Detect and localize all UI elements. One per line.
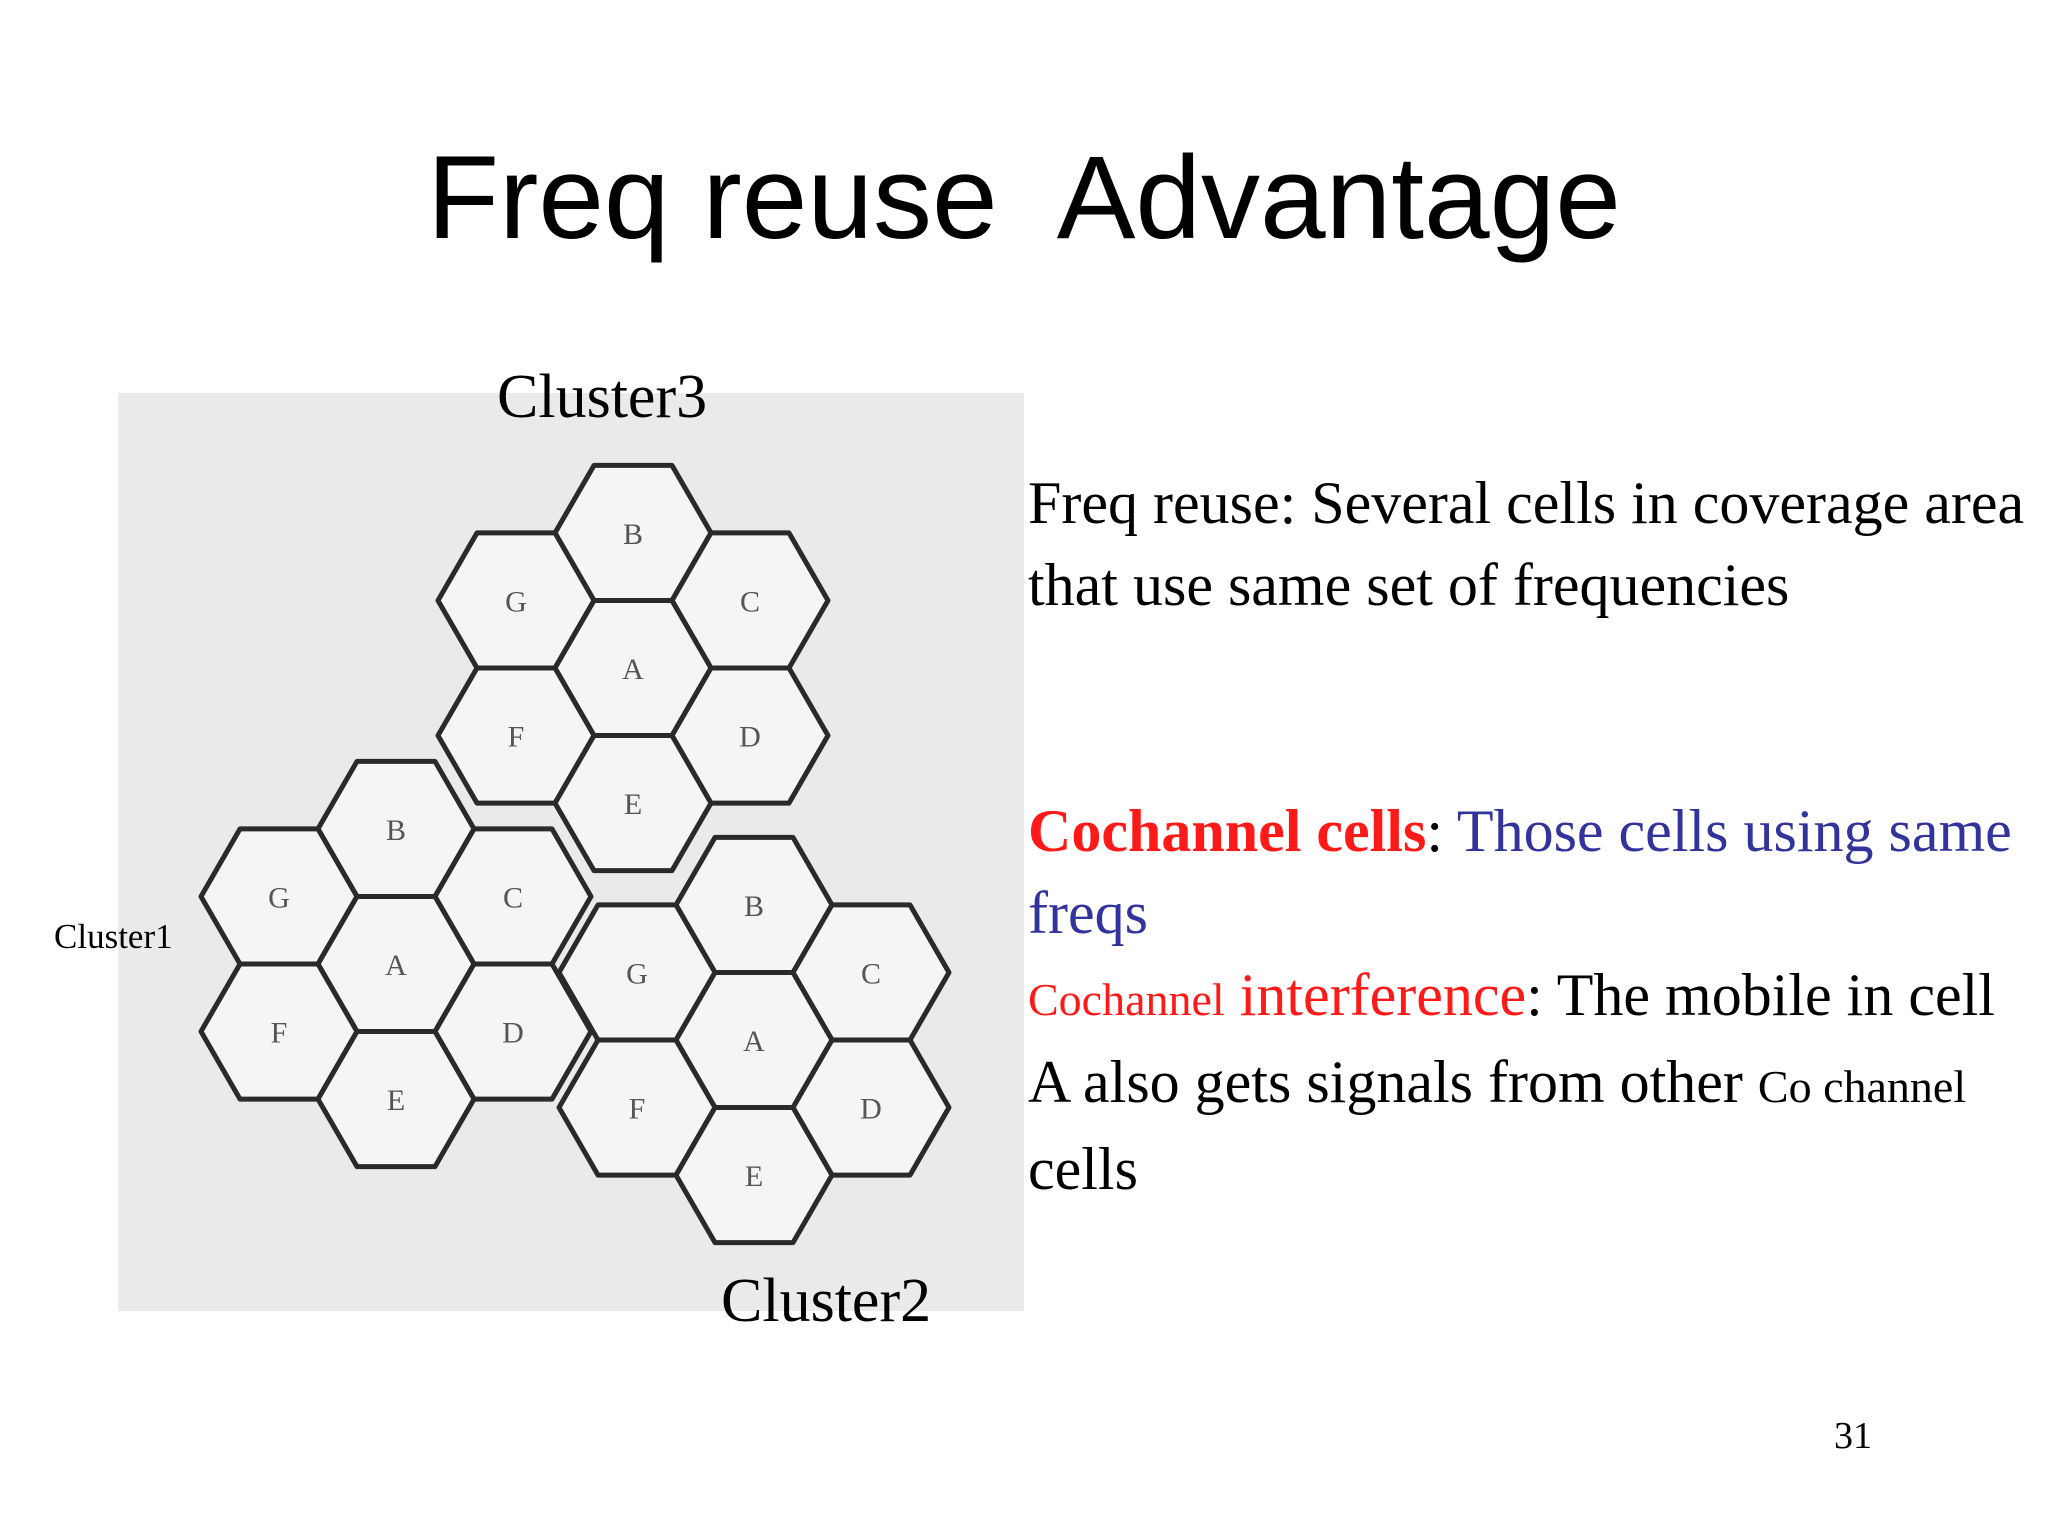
hex-cell bbox=[315, 1029, 477, 1170]
cochannel-cells-term: Cochannel cells bbox=[1028, 798, 1427, 864]
cell-letter: E bbox=[387, 1084, 405, 1117]
hex-cell bbox=[552, 733, 714, 874]
cell-cluster3-d: D bbox=[669, 665, 831, 806]
cell-cluster2-d: D bbox=[790, 1037, 952, 1178]
cell-letter: B bbox=[623, 518, 643, 551]
cell-letter: D bbox=[502, 1017, 524, 1050]
cell-cluster3-e: E bbox=[552, 733, 714, 874]
cell-letter: E bbox=[624, 788, 642, 821]
cell-letter: E bbox=[745, 1160, 763, 1193]
cell-letter: A bbox=[385, 949, 407, 982]
cell-cluster1-e: E bbox=[315, 1029, 477, 1170]
cell-letter: C bbox=[503, 882, 523, 915]
hex-cell bbox=[673, 1105, 835, 1246]
cell-letter: C bbox=[740, 586, 760, 619]
cochannel-cells-definition: Those cells using same freqs bbox=[1028, 798, 2012, 946]
cell-letter: D bbox=[739, 721, 761, 754]
cochannel-description: Cochannel cells: Those cells using same … bbox=[1028, 790, 2028, 1210]
page-number: 31 bbox=[1834, 1415, 1872, 1457]
cell-letter: F bbox=[629, 1093, 646, 1126]
cluster3-label: Cluster3 bbox=[497, 363, 708, 431]
cell-letter: D bbox=[860, 1093, 882, 1126]
co-channel-word: Co channel bbox=[1757, 1061, 1967, 1112]
interference-term: interference bbox=[1224, 962, 1527, 1028]
cell-letter: G bbox=[505, 586, 527, 619]
interference-definition: : The mobile in cell A also gets signals… bbox=[1028, 962, 1995, 1115]
cell-letter: G bbox=[626, 958, 648, 991]
cell-letter: G bbox=[268, 882, 290, 915]
cell-cluster2-e: E bbox=[673, 1105, 835, 1246]
cell-letter: A bbox=[743, 1025, 765, 1058]
cochannel-word: Cochannel bbox=[1028, 974, 1225, 1025]
cells-word: cells bbox=[1028, 1136, 1138, 1202]
cell-letter: B bbox=[386, 814, 406, 847]
cell-letter: B bbox=[744, 890, 764, 923]
cluster1-label: Cluster1 bbox=[54, 917, 173, 956]
cell-letter: C bbox=[861, 958, 881, 991]
cell-letter: F bbox=[271, 1017, 288, 1050]
slide-title: Freq reuse Advantage bbox=[427, 132, 1621, 264]
cluster2-label: Cluster2 bbox=[721, 1267, 932, 1335]
colon: : bbox=[1426, 798, 1443, 864]
cell-letter: A bbox=[622, 653, 644, 686]
frequency-reuse-definition: Freq reuse: Several cells in coverage ar… bbox=[1028, 470, 2025, 618]
cell-letter: F bbox=[508, 721, 525, 754]
